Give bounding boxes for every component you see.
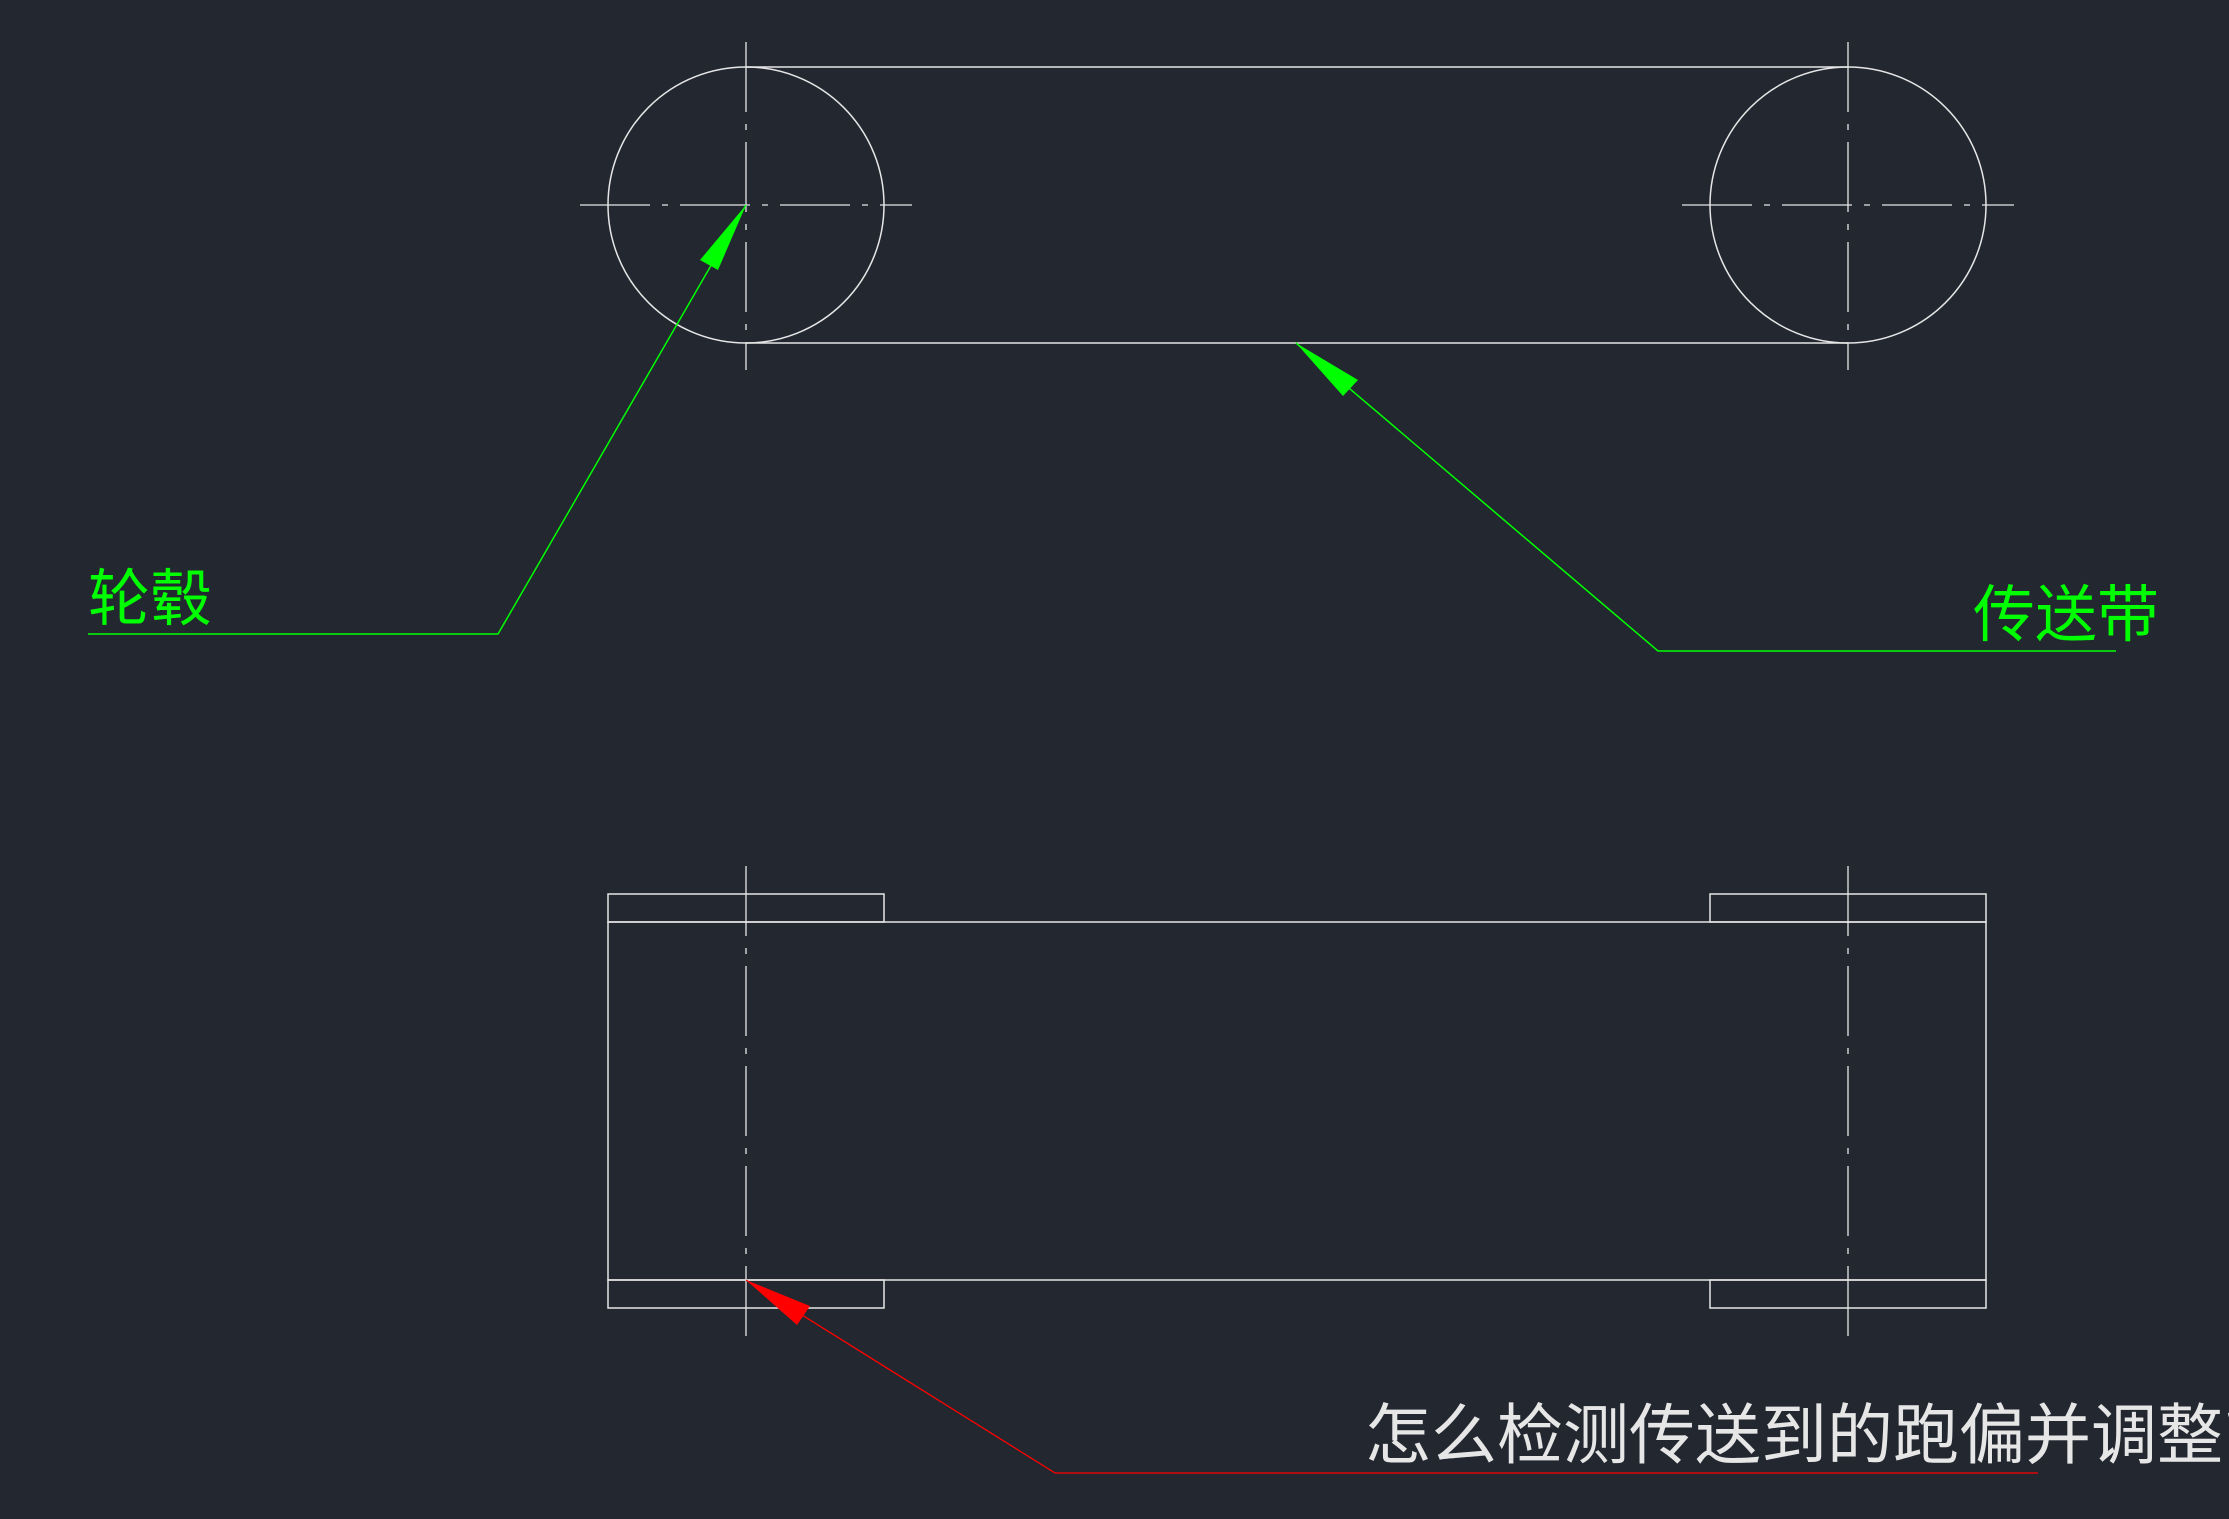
belt-label: 传送带 [1973,578,2159,651]
hub-leader-arrowhead [700,205,746,270]
hub-label: 轮毂 [88,562,212,635]
question-leader-arrowhead [746,1280,810,1325]
hub-leader: 轮毂 [88,204,747,635]
belt-body-rect [607,921,1987,1281]
question-leader: 怎么检测传送到的跑偏并调整? [745,1279,2229,1474]
belt-leader: 传送带 [1295,342,2159,652]
belt-leader-arrowhead [1296,343,1358,396]
question-note: 怎么检测传送到的跑偏并调整? [1365,1397,2229,1474]
belt-leader-line [1295,342,2116,652]
side-view [607,893,1987,1309]
hub-leader-line [88,204,747,635]
side-view-centerlines [745,866,1849,1336]
top-view-centerlines [580,42,2014,370]
question-leader-line [745,1279,2038,1474]
